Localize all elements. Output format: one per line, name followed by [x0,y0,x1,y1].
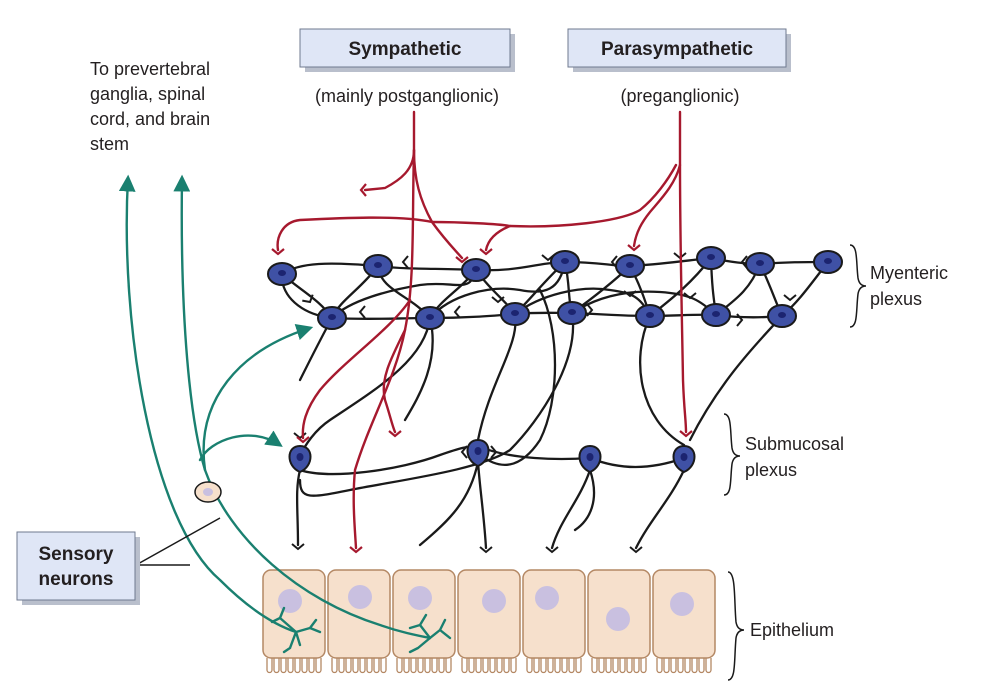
myenteric-neuron [696,246,726,270]
myenteric-neuron [745,252,775,276]
myenteric-neuron [615,254,645,278]
myenteric-label-line-2: plexus [870,289,922,309]
submucosal-neuron [288,445,312,473]
to-cns-line-4: stem [90,134,129,154]
sympathetic-sublabel: (mainly postganglionic) [315,86,499,106]
to-cns-label: To prevertebral ganglia, spinal cord, an… [90,59,210,154]
to-cns-line-3: cord, and brain [90,109,210,129]
submucosal-label-line-2: plexus [745,460,797,480]
epithelium-brace [727,571,745,681]
myenteric-brace [849,244,867,328]
myenteric-neuron [813,250,843,274]
myenteric-neuron [267,262,297,286]
sensory-neuron-nucleus [203,488,213,496]
to-cns-line-2: ganglia, spinal [90,84,205,104]
epithelium-label: Epithelium [750,620,834,640]
submucosal-label-line-1: Submucosal [745,434,844,454]
autonomic-fibers [276,110,688,550]
sensory-fibers [118,174,452,654]
myenteric-neuron [701,303,731,327]
submucosal-neuron [672,445,696,473]
parasympathetic-label: Parasympathetic [601,39,754,60]
myenteric-neuron [415,306,445,330]
to-cns-line-1: To prevertebral [90,59,210,79]
myenteric-label-line-1: Myenteric [870,263,948,283]
myenteric-neuron [557,301,587,325]
myenteric-neuron [363,254,393,278]
sympathetic-label: Sympathetic [349,39,462,60]
sensory-label-line-1: Sensory [39,544,114,565]
myenteric-neuron [317,306,347,330]
submucosal-brace [723,413,741,496]
enteric-neuron-fibers [280,256,830,550]
myenteric-neuron [550,250,580,274]
myenteric-neuron [461,258,491,282]
sensory-label-line-2: neurons [39,569,114,590]
myenteric-neuron [767,304,797,328]
epithelium-layer [262,569,716,674]
parasympathetic-label-box: Parasympathetic [567,28,791,72]
myenteric-neuron [635,304,665,328]
sensory-label-box: Sensory neurons [16,517,221,605]
sympathetic-label-box: Sympathetic [299,28,515,72]
myenteric-neuron [500,302,530,326]
parasympathetic-sublabel: (preganglionic) [620,86,739,106]
submucosal-neuron [578,445,602,473]
